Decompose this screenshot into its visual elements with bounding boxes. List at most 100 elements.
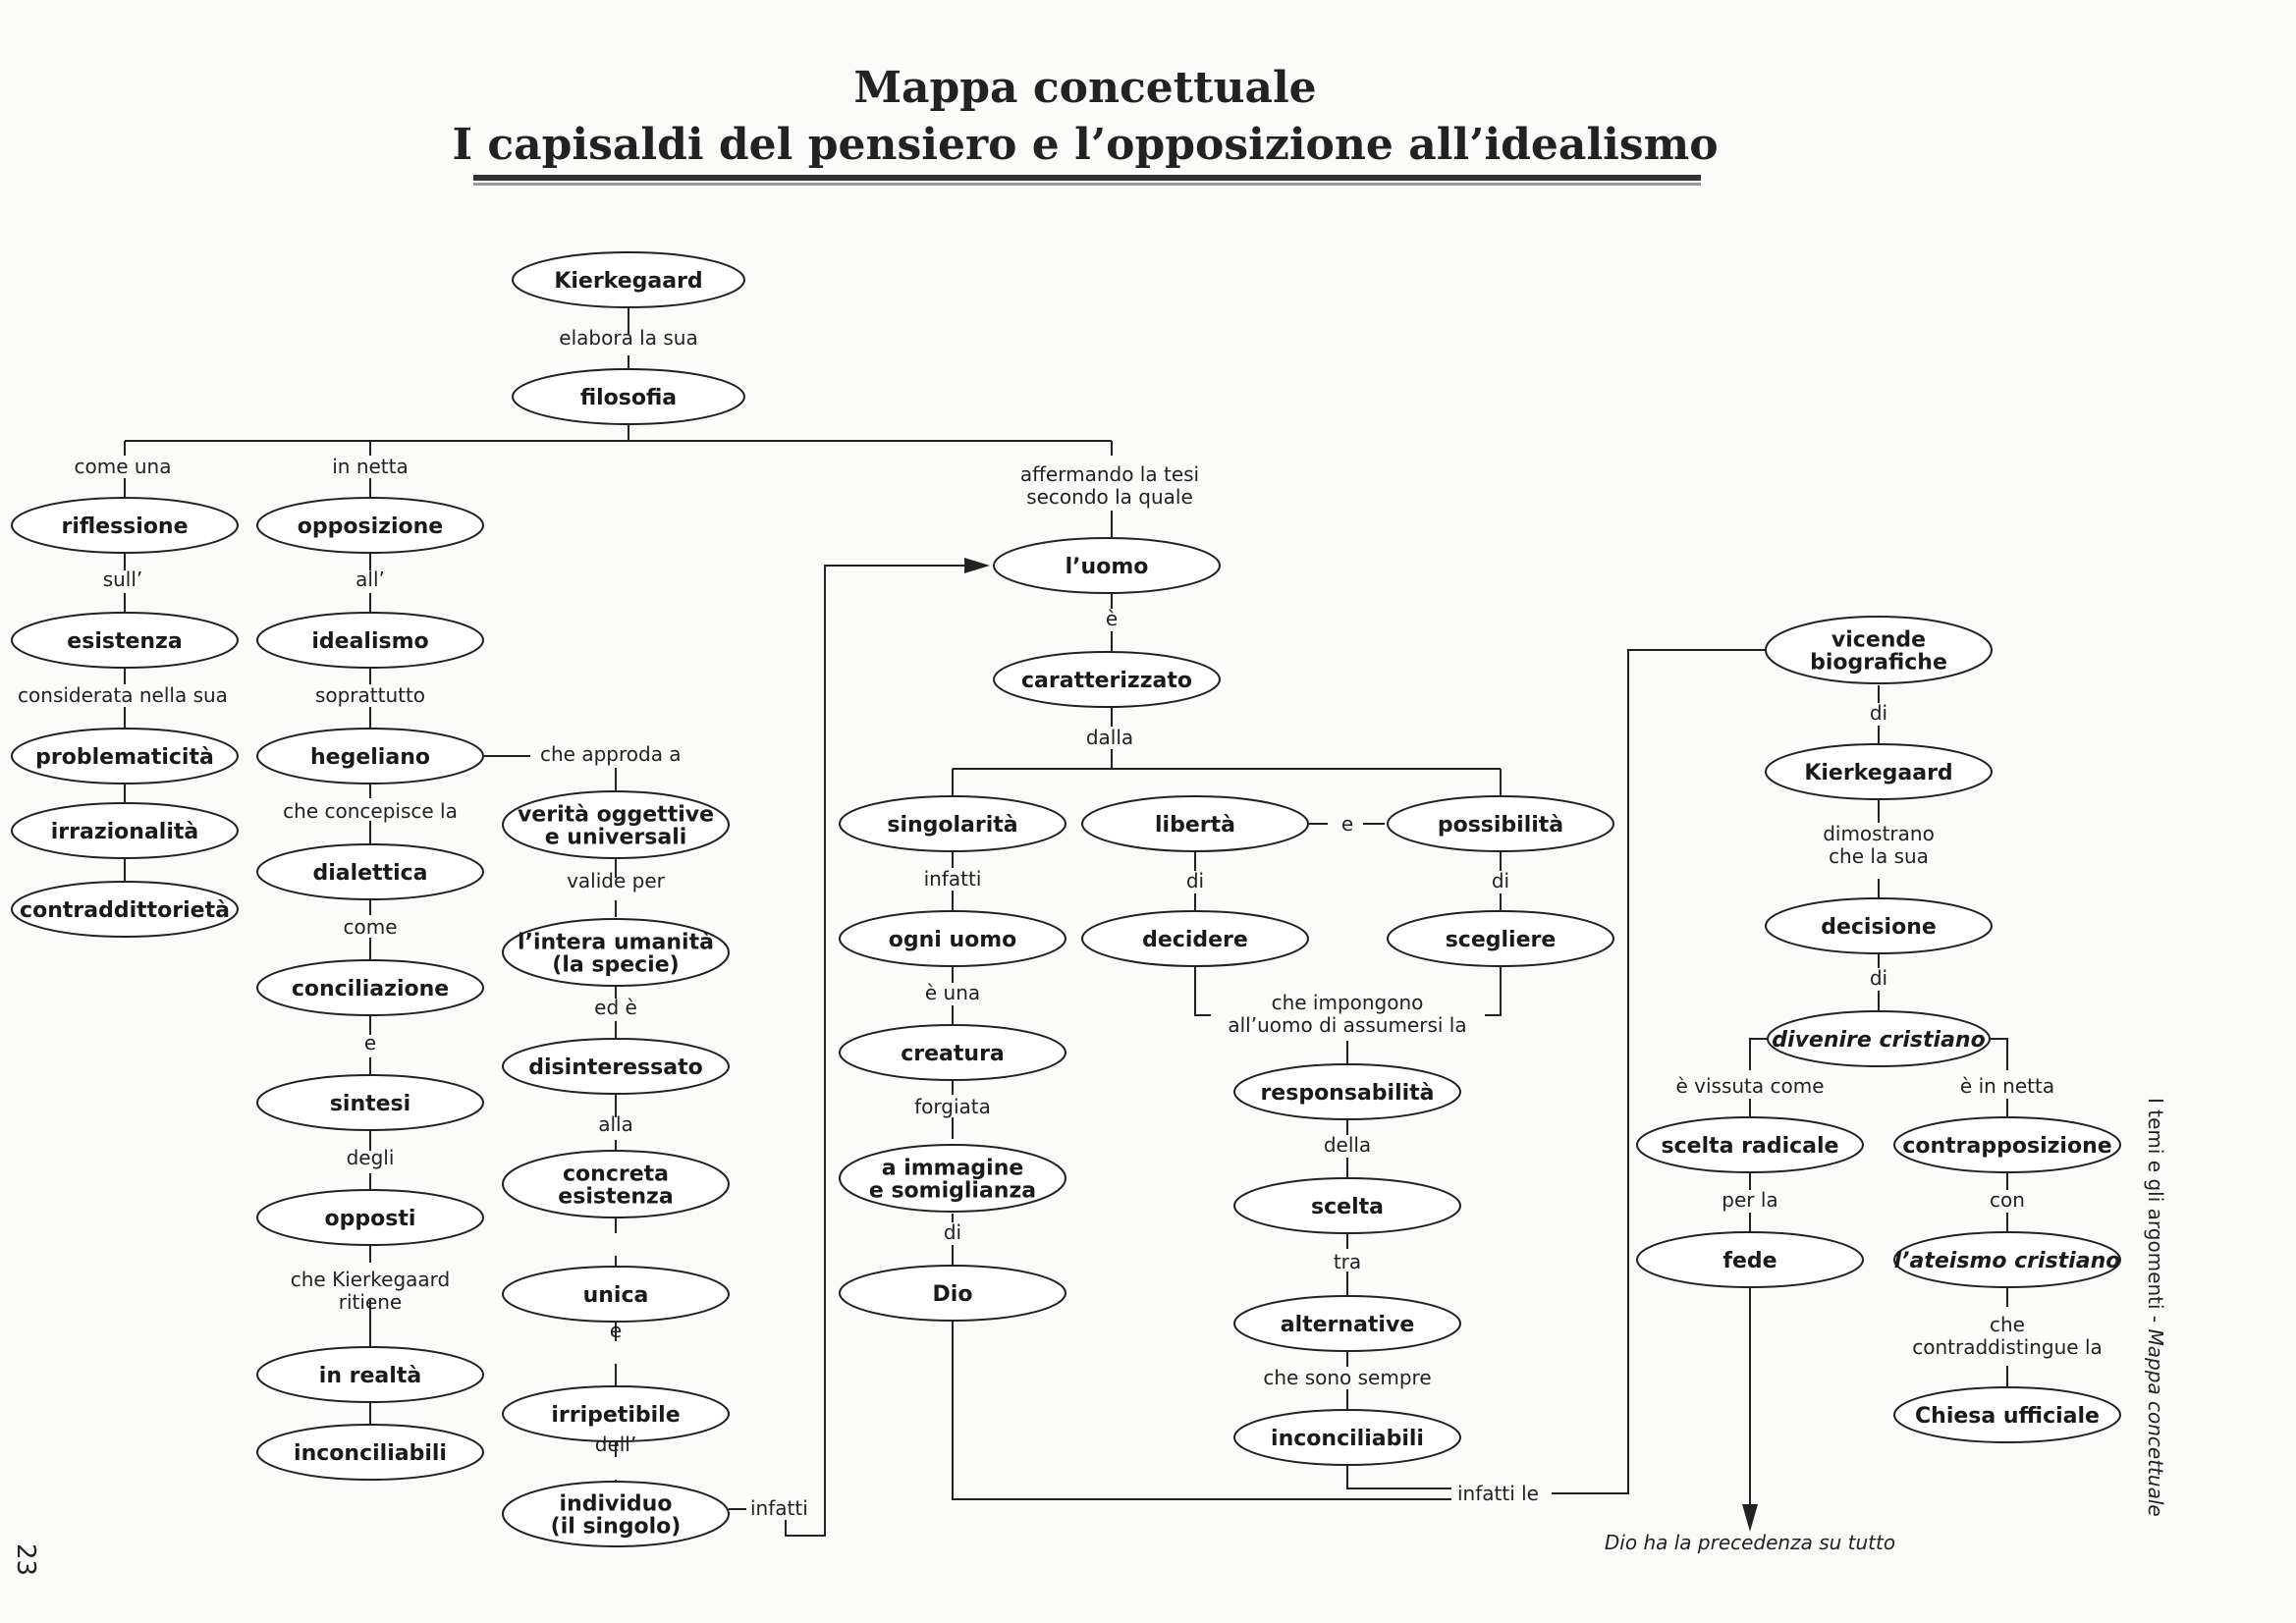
node-label: (la specie) — [552, 953, 679, 978]
link-label-affermando: secondo la quale — [1026, 485, 1193, 509]
link-label-di4: di — [1870, 701, 1887, 725]
link-label-di2: di — [1186, 869, 1204, 893]
link-label-degli: degli — [347, 1146, 395, 1169]
node-label: esistenza — [558, 1185, 673, 1210]
node-label: Kierkegaard — [554, 269, 702, 294]
link-label-alla: alla — [598, 1112, 633, 1136]
node-label: inconciliabili — [1271, 1427, 1424, 1451]
node-ellipse — [1893, 1116, 2121, 1173]
node-label: decisione — [1821, 915, 1937, 940]
page-number: 23 — [11, 1543, 40, 1576]
node-ellipse — [502, 918, 730, 987]
node-label: ogni uomo — [889, 928, 1017, 952]
node-label: a immagine — [882, 1157, 1024, 1181]
node-label: sintesi — [330, 1092, 410, 1116]
node-ellipse — [256, 1189, 484, 1246]
title-underline-shadow — [473, 183, 1701, 186]
node-label: fede — [1722, 1249, 1777, 1273]
node-ellipse — [1765, 897, 1993, 954]
node-label: decidere — [1142, 928, 1248, 952]
node-ellipse — [502, 1266, 730, 1323]
link-label-con: con — [1990, 1188, 2025, 1212]
link-label-vissuta: è vissuta come — [1675, 1074, 1824, 1098]
node-ellipse — [512, 368, 745, 425]
link-label-ritiene: ritiene — [339, 1290, 402, 1314]
node-ellipse — [1387, 795, 1614, 852]
node-ellipse — [11, 881, 239, 938]
node-label: unica — [583, 1283, 649, 1308]
node-caratterizzato: caratterizzato — [993, 651, 1221, 708]
node-ellipse — [1765, 616, 1993, 684]
node-ellipse — [502, 1038, 730, 1095]
link-label-tra: tra — [1334, 1250, 1361, 1273]
node-label: problematicità — [35, 745, 214, 770]
link-label-affermando: affermando la tesi — [1020, 462, 1199, 486]
node-hegeliano: hegeliano — [256, 728, 484, 784]
node-problematicita: problematicità — [11, 728, 239, 784]
title-line-1: Mappa concettuale — [853, 63, 1316, 113]
node-label: (il singolo) — [551, 1515, 682, 1540]
node-label: Chiesa ufficiale — [1915, 1404, 2100, 1429]
node-label: contraddittorietà — [20, 898, 230, 923]
node-label: creatura — [901, 1042, 1005, 1066]
node-ellipse — [1081, 795, 1309, 852]
node-ellipse — [512, 251, 745, 308]
node-label: Kierkegaard — [1804, 761, 1952, 785]
link-label-sempre: che sono sempre — [1263, 1366, 1431, 1389]
node-ellipse — [11, 612, 239, 669]
node-label: possibilità — [1438, 813, 1563, 838]
node-label: l’intera umanità — [518, 931, 714, 955]
node-contraddittorieta: contraddittorietà — [11, 881, 239, 938]
node-label: disinteressato — [528, 1055, 702, 1080]
node-sintesi: sintesi — [256, 1074, 484, 1131]
link-label-all: all’ — [355, 568, 385, 591]
link-label-infatti1: infatti — [750, 1496, 808, 1520]
node-ellipse — [256, 843, 484, 900]
node-label: opposizione — [298, 514, 443, 539]
node-label: l’uomo — [1066, 555, 1149, 579]
nodes: Kierkegaard filosofia riflessione esistenza… — [11, 251, 2121, 1547]
node-label: conciliazione — [292, 977, 449, 1001]
node-ellipse — [1893, 1386, 2121, 1443]
node-label: divenire cristiano — [1772, 1028, 1985, 1053]
node-dialettica: dialettica — [256, 843, 484, 900]
link-label-infatti2: infatti — [924, 867, 982, 891]
node-label: libertà — [1155, 813, 1235, 838]
node-label: inconciliabili — [294, 1441, 447, 1466]
node-label: irripetibile — [551, 1403, 680, 1428]
node-label: scelta — [1311, 1195, 1384, 1219]
node-possibilita: possibilità — [1387, 795, 1614, 852]
node-ellipse — [839, 795, 1066, 852]
node-ellipse — [1765, 743, 1993, 800]
node-label: in realtà — [319, 1364, 421, 1388]
link-label-e-una: è una — [925, 981, 980, 1004]
node-ellipse — [256, 1346, 484, 1403]
node-label: e universali — [545, 826, 687, 850]
node-label: e somiglianza — [869, 1179, 1036, 1204]
node-label: riflessione — [61, 514, 188, 539]
node-label: scegliere — [1446, 928, 1557, 952]
node-ellipse — [256, 497, 484, 554]
link-label-impongono: all’uomo di assumersi la — [1228, 1013, 1466, 1037]
node-ellipse — [1233, 1177, 1461, 1234]
node-ogni-uomo: ogni uomo — [839, 910, 1066, 967]
link-label-forgiata: forgiata — [914, 1095, 991, 1118]
node-filosofia: filosofia — [512, 368, 745, 425]
link-label-contraddistingue: contraddistingue la — [1912, 1335, 2103, 1359]
link-label-in-netta2: è in netta — [1960, 1074, 2054, 1098]
node-liberta: libertà — [1081, 795, 1309, 852]
node-ellipse — [256, 1074, 484, 1131]
node-ellipse — [11, 728, 239, 784]
node-uomo: l’uomo — [993, 537, 1221, 594]
node-esistenza: esistenza — [11, 612, 239, 669]
node-decidere: decidere — [1081, 910, 1309, 967]
node-inconciliabili2: inconciliabili — [1233, 1409, 1461, 1466]
node-ellipse — [839, 1265, 1066, 1322]
node-riflessione: riflessione — [11, 497, 239, 554]
node-alternative: alternative — [1233, 1295, 1461, 1352]
node-ellipse — [1387, 910, 1614, 967]
node-divenire: divenire cristiano — [1767, 1010, 1991, 1067]
